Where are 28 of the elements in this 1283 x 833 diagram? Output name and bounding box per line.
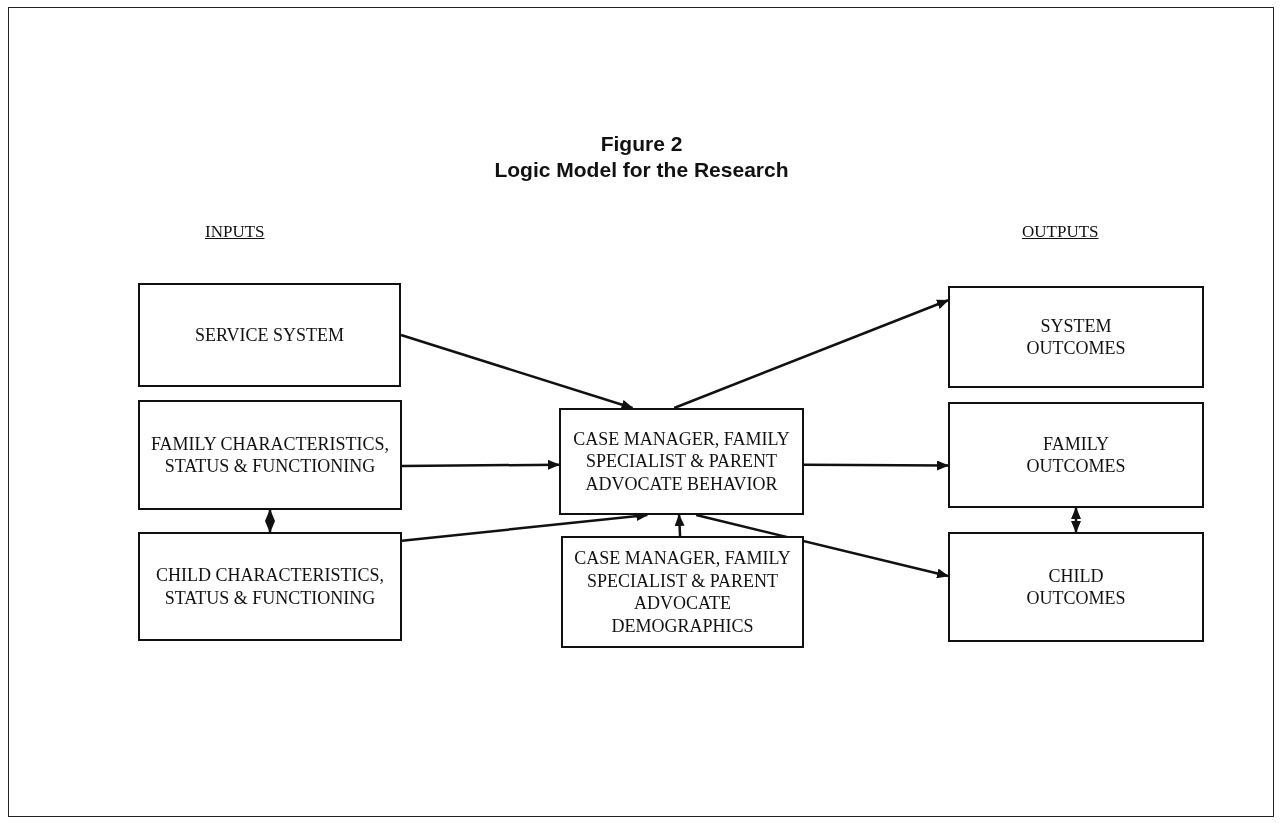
box-label: SYSTEM OUTCOMES — [1025, 314, 1127, 360]
process-box — [138, 400, 402, 510]
figure-number: Figure 2 — [600, 132, 683, 156]
arrow — [1071, 507, 1081, 533]
arrow — [265, 509, 275, 533]
process-box — [138, 283, 401, 387]
process-box — [561, 536, 804, 648]
column-heading: OUTPUTS — [1022, 222, 1099, 242]
box-label: CHILD CHARACTERISTICS, STATUS & FUNCTIONING — [155, 564, 385, 609]
box-label: CASE MANAGER, FAMILY SPECIALIST & PARENT ADVOCATE BEHAVIOR — [572, 427, 791, 496]
box-label: CASE MANAGER, FAMILY SPECIALIST & PARENT ADVOCATE DEMOGRAPHICS — [573, 547, 792, 637]
process-box — [948, 286, 1204, 388]
arrow — [673, 299, 949, 410]
process-box — [948, 532, 1204, 642]
arrow — [400, 333, 634, 410]
process-box — [559, 408, 804, 515]
arrow — [695, 513, 949, 579]
arrow — [674, 514, 685, 537]
box-label: CHILD OUTCOMES — [1025, 564, 1127, 610]
box-label: FAMILY OUTCOMES — [1025, 432, 1127, 478]
box-label: FAMILY CHARACTERISTICS, STATUS & FUNCTIONING — [150, 432, 390, 478]
process-box — [948, 402, 1204, 508]
figure-title: Logic Model for the Research — [494, 158, 789, 182]
column-heading: INPUTS — [205, 222, 265, 242]
arrow — [804, 460, 949, 471]
process-box — [138, 532, 402, 641]
box-label: SERVICE SYSTEM — [194, 323, 345, 347]
arrow — [402, 459, 560, 470]
